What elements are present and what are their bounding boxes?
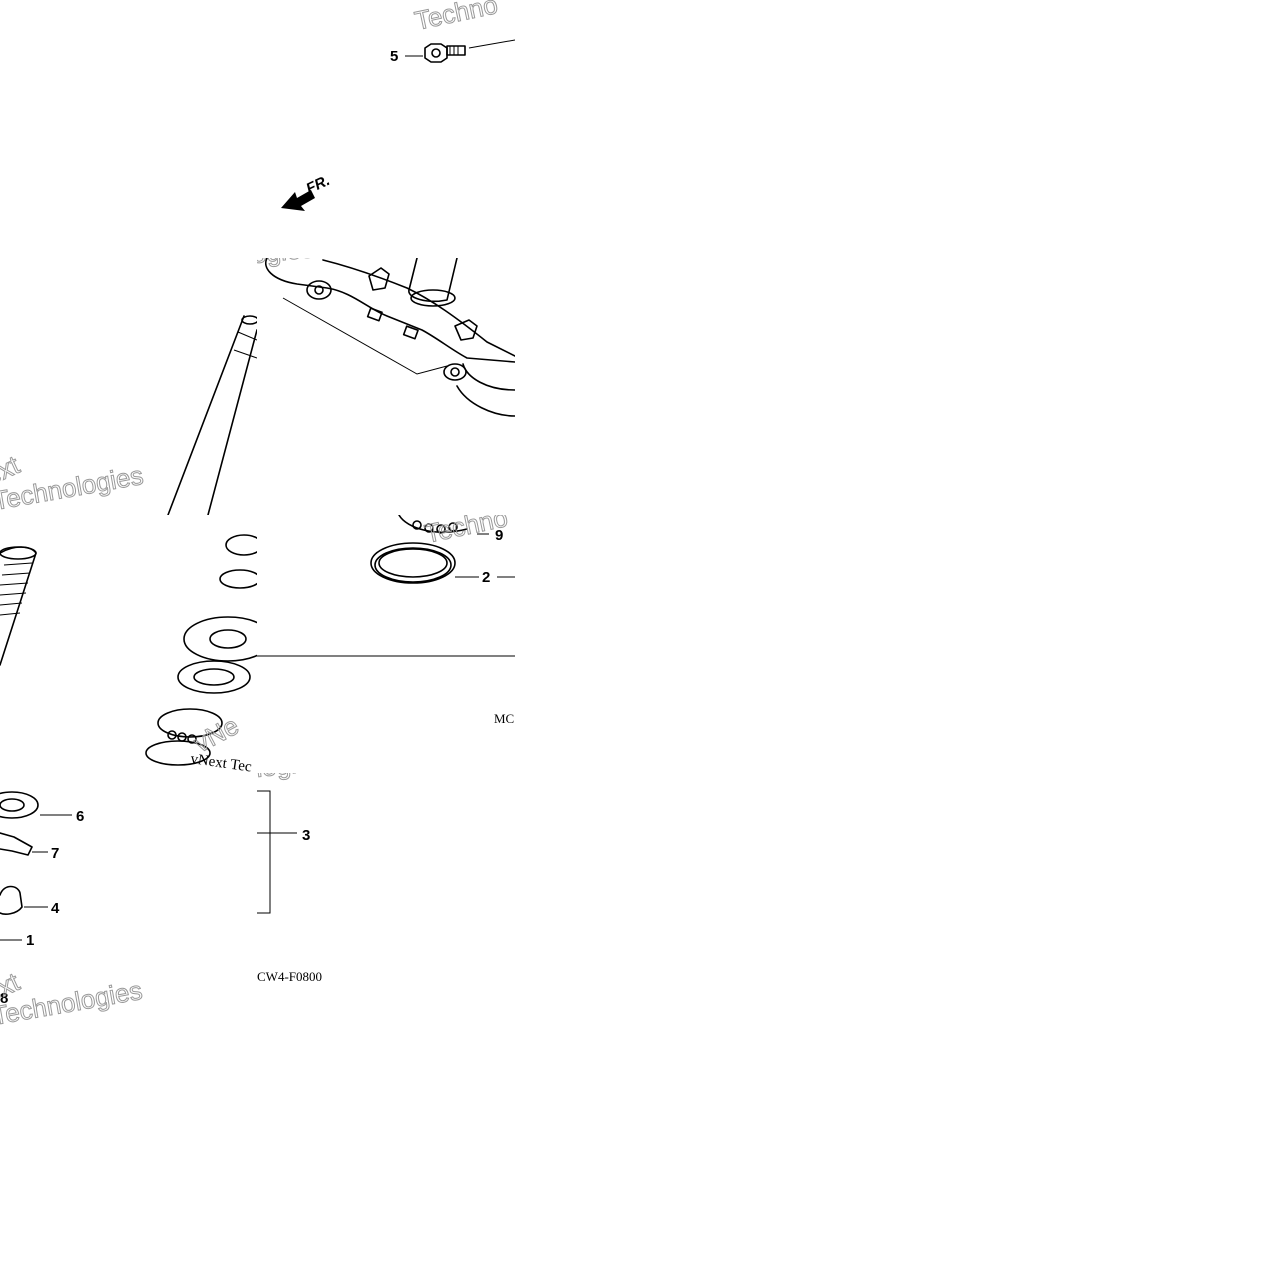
callout-2: 2 bbox=[482, 569, 490, 586]
callout-8: 8 bbox=[0, 990, 8, 1007]
callout-6: 6 bbox=[76, 808, 84, 825]
bearing-race-9 bbox=[398, 515, 468, 534]
watermark-text: logies bbox=[257, 773, 325, 783]
tile-bottom-left: vNe vNext Tec 6 7 4 1 8 ext Technologies bbox=[0, 515, 257, 1029]
callout-9: 9 bbox=[495, 527, 503, 544]
tile-right-middle: 9 Techno 2 MC bbox=[257, 515, 515, 773]
bearing-stack-right bbox=[145, 534, 257, 766]
bracket-part-3 bbox=[257, 790, 297, 914]
fork-top-bridge bbox=[265, 258, 515, 417]
watermark-brand: vNext Tec bbox=[189, 751, 253, 775]
steering-stem-thread bbox=[0, 546, 37, 666]
tile-middle-left: vNext Tec vNe ext Technologies bbox=[0, 258, 257, 515]
tile-top-right: Techno 5 FR. bbox=[257, 0, 515, 258]
part-code-bottom: CW4-F0800 bbox=[257, 969, 322, 984]
callout-3: 3 bbox=[302, 827, 310, 844]
lower-parts bbox=[0, 791, 72, 941]
bolt-part-5 bbox=[405, 39, 515, 63]
callout-1: 1 bbox=[26, 932, 34, 949]
callout-4: 4 bbox=[51, 900, 60, 917]
fork-tube bbox=[167, 315, 257, 515]
dust-seal-2 bbox=[370, 542, 515, 584]
tile-center-bottom: logies 3 CW4-F0800 bbox=[257, 773, 515, 1029]
watermark-text: Techno bbox=[412, 0, 500, 36]
tile-center: logies bbox=[257, 258, 515, 515]
part-code-top: MC bbox=[494, 711, 514, 726]
svg-text:FR.: FR. bbox=[304, 172, 333, 198]
callout-7: 7 bbox=[51, 845, 59, 862]
front-direction-arrow: FR. bbox=[281, 172, 333, 211]
watermark-text: Technologies bbox=[0, 460, 146, 515]
watermark-brand: vNext Tec bbox=[183, 258, 247, 259]
callout-5: 5 bbox=[390, 48, 398, 65]
watermark-text: Technologies bbox=[0, 975, 145, 1029]
